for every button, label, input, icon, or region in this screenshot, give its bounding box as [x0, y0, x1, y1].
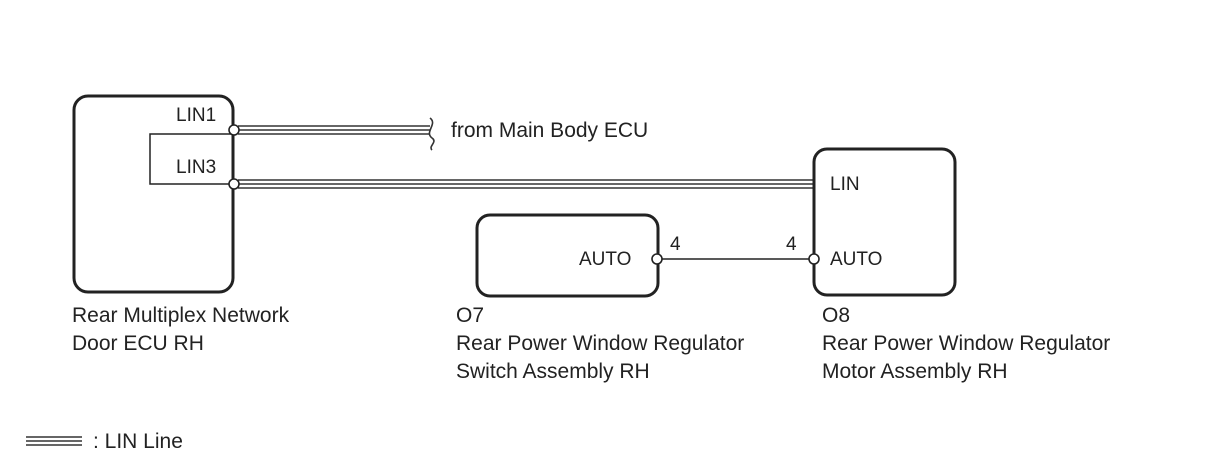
wire-break-symbol	[428, 117, 435, 151]
lin1-pin-circle	[228, 124, 240, 136]
lin3-wire	[238, 179, 814, 189]
legend-lin-symbol	[26, 436, 82, 446]
ecu-pin-lin3-label: LIN3	[176, 157, 217, 178]
from-main-body-ecu-label: from Main Body ECU	[451, 119, 649, 142]
ecu-box	[72, 94, 235, 294]
motor-name-line1: Rear Power Window Regulator	[822, 332, 1111, 355]
motor-pin-number: 4	[786, 234, 797, 255]
switch-name-line2: Switch Assembly RH	[456, 360, 650, 383]
ecu-pin-lin1-label: LIN1	[176, 105, 217, 126]
motor-box	[812, 147, 957, 297]
switch-auto-pin-circle	[651, 253, 663, 265]
legend-label: : LIN Line	[93, 430, 183, 453]
motor-pin-lin-label: LIN	[830, 174, 860, 195]
switch-code: O7	[456, 304, 485, 327]
motor-auto-pin-circle	[808, 253, 820, 265]
motor-code: O8	[822, 304, 851, 327]
ecu-name-line2: Door ECU RH	[72, 332, 204, 355]
switch-pin-number: 4	[670, 234, 681, 255]
switch-pin-auto-label: AUTO	[579, 249, 632, 270]
motor-pin-auto-label: AUTO	[830, 249, 883, 270]
switch-name-line1: Rear Power Window Regulator	[456, 332, 745, 355]
ecu-name-line1: Rear Multiplex Network	[72, 304, 290, 327]
lin3-pin-circle	[228, 178, 240, 190]
lin1-wire	[238, 125, 430, 135]
ecu-internal-jumper	[149, 133, 233, 185]
motor-name-line2: Motor Assembly RH	[822, 360, 1008, 383]
